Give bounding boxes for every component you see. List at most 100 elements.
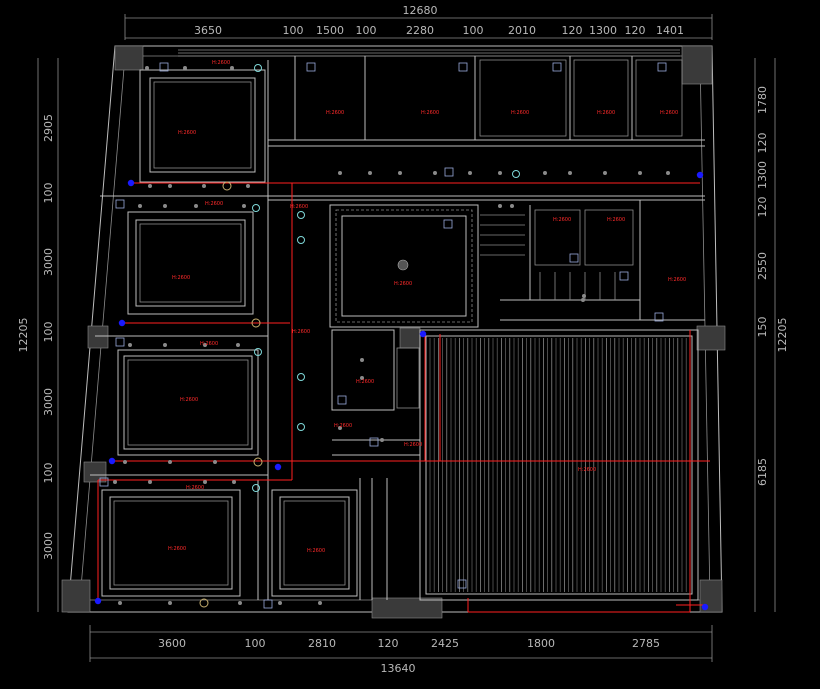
spot-light-icon: [297, 373, 305, 381]
height-tag: H:2600: [326, 110, 344, 116]
downlight-icon: [203, 343, 207, 347]
downlight-icon: [498, 171, 502, 175]
height-tag: H:2600: [421, 110, 439, 116]
right-dim-7: 6185: [756, 458, 769, 486]
downlight-icon: [138, 204, 142, 208]
bottom-dim-4: 120: [378, 637, 399, 650]
marker-dot: [118, 319, 126, 327]
middle-small-rooms: [331, 329, 420, 456]
downlight-icon: [163, 343, 167, 347]
downlight-icon: [145, 66, 149, 70]
downlight-icon: [666, 171, 670, 175]
height-tag: H:2600: [178, 130, 196, 136]
height-tag: H:2600: [597, 110, 615, 116]
spot-light-icon: [252, 204, 260, 212]
height-tag: H:2600: [168, 546, 186, 552]
vent-icon: [159, 62, 169, 72]
top-dim-8: 120: [562, 24, 583, 37]
vent-icon: [99, 477, 109, 487]
bottom-dim-5: 2425: [431, 637, 459, 650]
spot-light-icon: [254, 348, 262, 356]
height-tags: H:2600 H:2600 H:2600 H:2600 H:2600 H:260…: [168, 60, 686, 554]
left-dim-2: 100: [42, 183, 55, 204]
marker-dot: [127, 179, 135, 187]
vent-icon: [657, 62, 667, 72]
downlight-icon: [278, 601, 282, 605]
vent-icon: [458, 62, 468, 72]
right-mid-rooms: [480, 200, 705, 321]
height-tag: H:2600: [172, 275, 190, 281]
downlight-icon: [582, 294, 586, 298]
right-dimension-chain: 12205 1780 120 1300 120 2550 150 6185: [754, 58, 789, 612]
downlight-icon: [163, 204, 167, 208]
vent-icon: [569, 253, 579, 263]
pendant-light-icon: [251, 318, 261, 328]
downlight-icon: [338, 171, 342, 175]
downlight-icon: [638, 171, 642, 175]
height-tag: H:2600: [511, 110, 529, 116]
marker-dot: [419, 330, 427, 338]
bottom-dim-3: 2810: [308, 637, 336, 650]
marker-dot: [701, 603, 709, 611]
downlight-icon: [368, 171, 372, 175]
right-dim-5: 2550: [756, 252, 769, 280]
height-tag: H:2600: [180, 397, 198, 403]
height-tag: H:2600: [200, 341, 218, 347]
height-tag: H:2600: [334, 423, 352, 429]
right-dim-2: 120: [756, 133, 769, 154]
spot-light-icon: [252, 484, 260, 492]
vent-icon: [444, 167, 454, 177]
right-dim-4: 120: [756, 197, 769, 218]
vent-icon: [263, 599, 273, 609]
spot-light-icon: [512, 170, 520, 178]
right-total-dim: 12205: [776, 318, 789, 353]
marker-dot: [696, 171, 704, 179]
left-dim-1: 2905: [42, 114, 55, 142]
height-tag: H:2600: [356, 379, 374, 385]
height-tag: H:2600: [607, 217, 625, 223]
downlight-icon: [213, 460, 217, 464]
vent-icon: [115, 199, 125, 209]
downlight-icon: [238, 601, 242, 605]
vent-icon: [654, 312, 664, 322]
spot-light-icon: [297, 236, 305, 244]
downlight-icon: [148, 184, 152, 188]
red-routing: [97, 182, 710, 613]
left-dim-3: 3000: [42, 248, 55, 276]
downlight-icon: [360, 358, 364, 362]
vent-icon: [552, 62, 562, 72]
top-dim-10: 120: [625, 24, 646, 37]
downlight-icon: [568, 171, 572, 175]
pendant-light-icon: [222, 181, 232, 191]
top-dim-5: 2280: [406, 24, 434, 37]
left-dim-5: 3000: [42, 388, 55, 416]
left-dimension-chain: 12205 2905 100 3000 100 3000 100 3000: [17, 58, 59, 612]
downlight-icon: [236, 343, 240, 347]
top-dim-3: 1500: [316, 24, 344, 37]
bottom-dimension-chain: 3600 100 2810 120 2425 1800 2785 13640: [89, 625, 713, 675]
downlight-icon: [603, 171, 607, 175]
top-dimension-chain: 12680 3650 100 1500 100 2280 100 2010 12…: [124, 4, 713, 40]
vent-icon: [369, 437, 379, 447]
spot-light-icon: [297, 423, 305, 431]
height-tag: H:2600: [212, 60, 230, 66]
top-dim-7: 2010: [508, 24, 536, 37]
downlight-icon: [468, 171, 472, 175]
downlight-icon: [148, 480, 152, 484]
downlight-icon: [360, 376, 364, 380]
vent-icon: [115, 337, 125, 347]
vent-icon: [337, 395, 347, 405]
left-dim-7: 3000: [42, 532, 55, 560]
left-total-dim: 12205: [17, 318, 30, 353]
right-dim-3: 1300: [756, 161, 769, 189]
downlight-icon: [398, 171, 402, 175]
top-dim-2: 100: [283, 24, 304, 37]
downlight-icon: [318, 601, 322, 605]
spot-light-icon: [254, 64, 262, 72]
downlight-icon: [498, 204, 502, 208]
bottom-dim-6: 1800: [527, 637, 555, 650]
downlight-icon: [202, 184, 206, 188]
marker-dot: [274, 463, 282, 471]
downlight-icon: [183, 66, 187, 70]
